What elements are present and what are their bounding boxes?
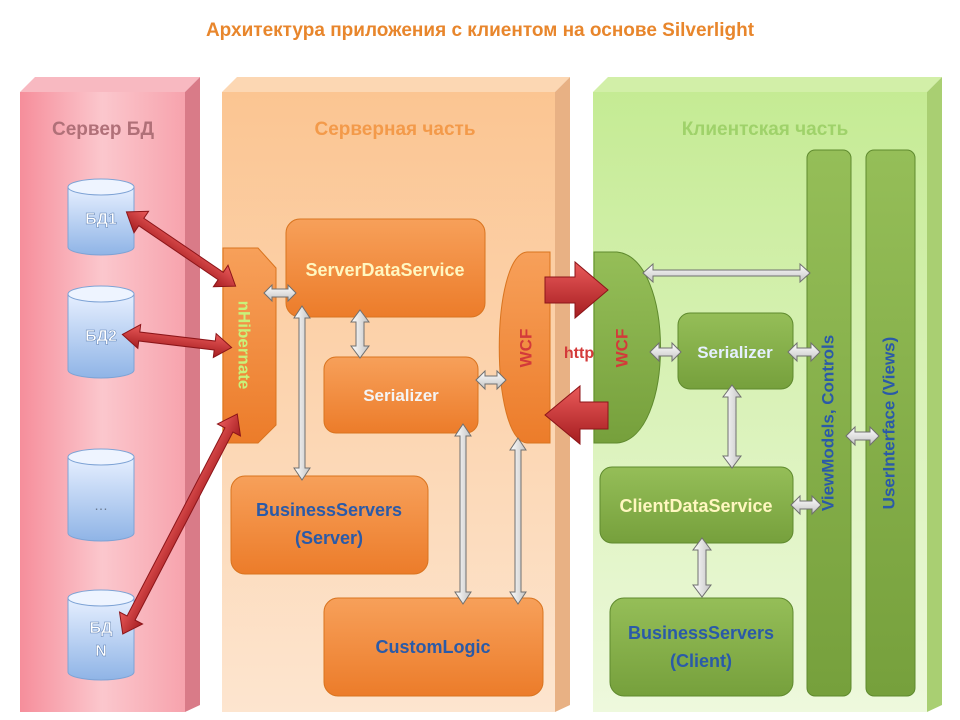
custom-logic-box xyxy=(323,597,544,697)
serializer-wcf-connector xyxy=(475,369,507,391)
db-more-label: … xyxy=(94,497,108,513)
client-wcf-label: WCF xyxy=(612,329,631,368)
server-wcf-label: WCF xyxy=(516,329,535,368)
client-data-service-label: ClientDataService xyxy=(619,496,772,516)
viewmodels-userinterface-connector xyxy=(845,425,880,447)
db1-cylinder xyxy=(67,178,135,256)
db-server-label: Сервер БД xyxy=(52,119,154,140)
db2-nhibernate-arrow xyxy=(121,323,233,359)
dbn-label-line2: N xyxy=(95,643,107,660)
db-more-cylinder xyxy=(67,448,135,542)
clientdataservice-viewmodels-connector xyxy=(790,494,822,516)
nhibernate-serverdataservice-connector xyxy=(263,283,297,303)
server-serializer-box xyxy=(323,356,479,434)
server-data-service-box xyxy=(285,218,486,318)
http-arrow-to-server xyxy=(544,384,609,446)
business-servers-client-box xyxy=(609,597,794,697)
serverdataservice-businessservers-connector xyxy=(293,305,311,481)
diagram-title: Архитектура приложения с клиентом на осн… xyxy=(205,20,755,41)
viewmodels-label: ViewModels, Controls xyxy=(818,335,837,511)
serverdataservice-serializer-connector xyxy=(350,309,370,359)
http-arrow-to-client xyxy=(544,260,609,320)
business-servers-client-line1: BusinessServers xyxy=(628,623,774,643)
client-serializer-label: Serializer xyxy=(697,343,773,362)
user-interface-column xyxy=(865,149,916,697)
server-wcf-block xyxy=(498,251,551,444)
dbn-label-line1: БД xyxy=(90,620,114,637)
serializer-viewmodels-connector xyxy=(787,341,821,363)
dbn-nhibernate-arrow xyxy=(118,413,242,635)
custom-logic-label: CustomLogic xyxy=(376,637,491,657)
server-serializer-label: Serializer xyxy=(363,386,439,405)
dbn-cylinder xyxy=(67,589,135,681)
wcf-customlogic-connector xyxy=(509,437,527,605)
business-servers-server-line1: BusinessServers xyxy=(256,500,402,520)
clientwcf-viewmodels-connector xyxy=(642,262,811,284)
clientdataservice-businessservers-connector xyxy=(692,537,712,598)
server-side-label: Серверная часть xyxy=(314,119,475,140)
db2-cylinder xyxy=(67,285,135,379)
db1-nhibernate-arrow xyxy=(125,210,237,288)
clientserializer-clientdataservice-connector xyxy=(722,384,742,469)
user-interface-label: UserInterface (Views) xyxy=(879,337,898,510)
client-side-label: Клиентская часть xyxy=(682,119,849,140)
db2-label: БД2 xyxy=(85,328,117,345)
business-servers-server-box xyxy=(230,475,429,575)
db1-label: БД1 xyxy=(85,211,117,228)
nhibernate-label: nHibernate xyxy=(235,301,254,390)
business-servers-server-line2: (Server) xyxy=(295,528,363,548)
business-servers-client-line2: (Client) xyxy=(670,651,732,671)
http-label: http xyxy=(564,345,594,362)
serializer-customlogic-connector xyxy=(454,423,472,605)
viewmodels-column xyxy=(806,149,852,697)
server-data-service-label: ServerDataService xyxy=(305,260,464,280)
clientwcf-serializer-connector xyxy=(649,341,682,363)
